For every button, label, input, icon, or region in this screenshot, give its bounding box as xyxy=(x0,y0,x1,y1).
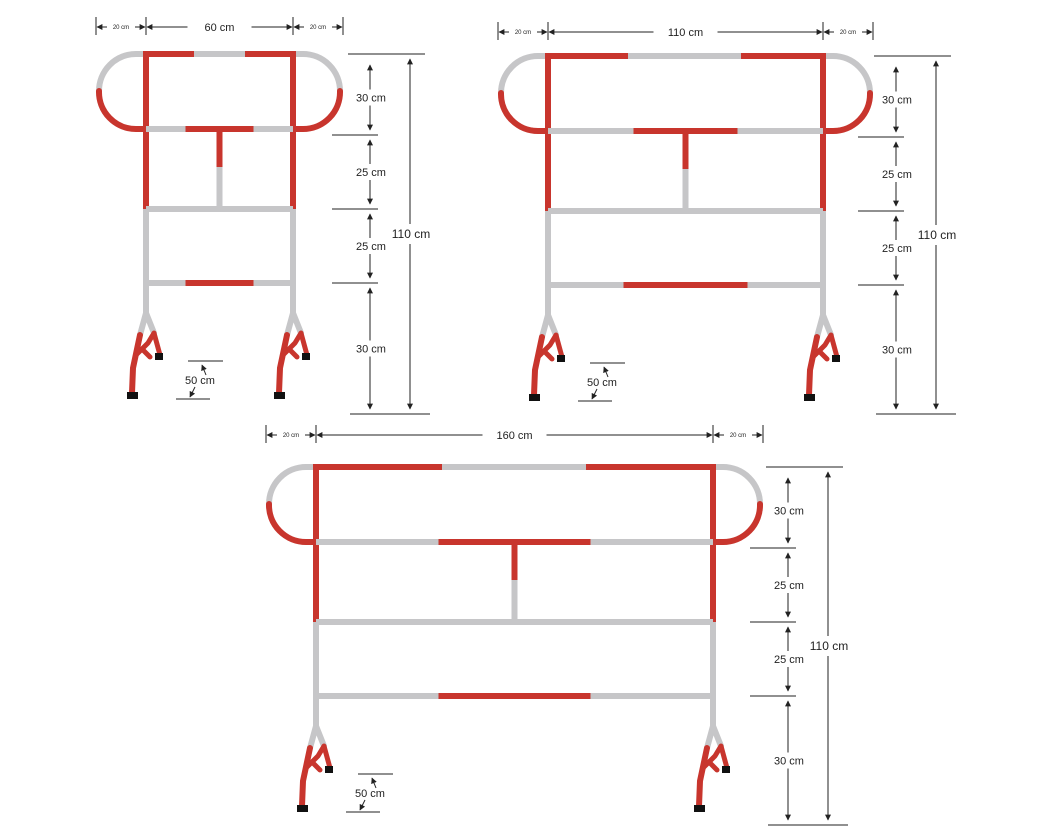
barrier-3 xyxy=(265,464,764,812)
right-leg xyxy=(274,310,310,399)
foot-arrow xyxy=(603,366,609,378)
dimensions-1: 20 cm 60 cm 20 cm 30 cm 25 cm 25 cm 30 cm 110 c… xyxy=(95,17,430,415)
foot-pad xyxy=(325,766,333,773)
foot-pad xyxy=(302,353,310,360)
left-margin-label: 20 cm xyxy=(283,433,299,439)
foot-arrow xyxy=(371,777,377,789)
left-loop-upper xyxy=(266,464,319,507)
foot-pad xyxy=(155,353,163,360)
leg-strut xyxy=(139,346,153,360)
segment-label: 30 cm xyxy=(774,755,804,767)
right-loop-upper xyxy=(710,464,763,507)
leg-strut xyxy=(286,346,300,360)
segment-label: 25 cm xyxy=(882,169,912,181)
right-margin-label: 20 cm xyxy=(730,433,746,439)
left-margin-label: 20 cm xyxy=(515,30,531,36)
left-loop-upper xyxy=(96,51,149,94)
total-height-label: 110 cm xyxy=(918,228,956,242)
foot-pad xyxy=(832,355,840,362)
left-loop-upper xyxy=(498,53,551,96)
segment-label: 25 cm xyxy=(882,243,912,255)
leg-back xyxy=(806,334,820,398)
leg-brace xyxy=(820,312,834,338)
foot-arrow xyxy=(189,386,196,398)
barrier-2 xyxy=(497,53,874,401)
leg-strut xyxy=(706,759,720,773)
total-height-label: 110 cm xyxy=(810,639,848,653)
foot-pad xyxy=(274,392,285,399)
foot-width-label: 50 cm xyxy=(185,375,215,387)
foot-arrow xyxy=(591,388,598,400)
right-loop-upper xyxy=(820,53,873,96)
right-margin-label: 20 cm xyxy=(840,30,856,36)
segment-label: 25 cm xyxy=(356,241,386,253)
leg-strut xyxy=(541,348,555,362)
left-loop-lower xyxy=(95,88,149,132)
foot-width-label: 50 cm xyxy=(587,377,617,389)
foot-pad xyxy=(557,355,565,362)
segment-label: 30 cm xyxy=(882,344,912,356)
left-leg xyxy=(127,310,163,399)
left-loop-lower xyxy=(497,90,551,134)
segment-label: 25 cm xyxy=(774,580,804,592)
segment-label: 25 cm xyxy=(356,167,386,179)
foot-pad xyxy=(127,392,138,399)
dimensions-2: 20 cm 110 cm 20 cm 30 cm 25 cm 25 cm 30 cm 110 … xyxy=(497,22,956,415)
foot-pad xyxy=(297,805,308,812)
dimensions-3: 20 cm 160 cm 20 cm 30 cm 25 cm 25 cm 30 cm 110 … xyxy=(265,425,848,826)
right-loop-lower xyxy=(290,88,344,132)
right-margin-label: 20 cm xyxy=(310,25,326,31)
total-height-label: 110 cm xyxy=(392,227,430,241)
foot-pad xyxy=(694,805,705,812)
segment-label: 30 cm xyxy=(774,505,804,517)
left-margin-label: 20 cm xyxy=(113,25,129,31)
left-loop-lower xyxy=(265,501,319,545)
segment-label: 30 cm xyxy=(356,343,386,355)
leg-back xyxy=(531,334,545,398)
foot-arrow xyxy=(359,799,366,811)
right-loop-lower xyxy=(820,90,874,134)
leg-brace xyxy=(313,723,327,749)
foot-pad xyxy=(529,394,540,401)
leg-brace xyxy=(545,312,559,338)
leg-brace xyxy=(290,310,304,336)
leg-strut xyxy=(309,759,323,773)
left-leg xyxy=(529,312,565,401)
leg-back xyxy=(696,745,710,809)
leg-brace xyxy=(710,723,724,749)
leg-back xyxy=(299,745,313,809)
leg-strut xyxy=(816,348,830,362)
left-leg xyxy=(297,723,333,812)
segment-label: 30 cm xyxy=(356,92,386,104)
right-leg xyxy=(804,312,840,401)
foot-arrow xyxy=(201,364,207,376)
leg-back xyxy=(129,332,143,396)
leg-brace xyxy=(143,310,157,336)
barrier-1 xyxy=(95,51,344,399)
foot-pad xyxy=(722,766,730,773)
right-leg xyxy=(694,723,730,812)
leg-back xyxy=(276,332,290,396)
right-loop-upper xyxy=(290,51,343,94)
segment-label: 25 cm xyxy=(774,654,804,666)
width-label: 110 cm xyxy=(668,27,703,39)
right-loop-lower xyxy=(710,501,764,545)
foot-pad xyxy=(804,394,815,401)
segment-label: 30 cm xyxy=(882,94,912,106)
width-label: 60 cm xyxy=(205,22,235,34)
foot-width-label: 50 cm xyxy=(355,788,385,800)
width-label: 160 cm xyxy=(496,430,532,442)
